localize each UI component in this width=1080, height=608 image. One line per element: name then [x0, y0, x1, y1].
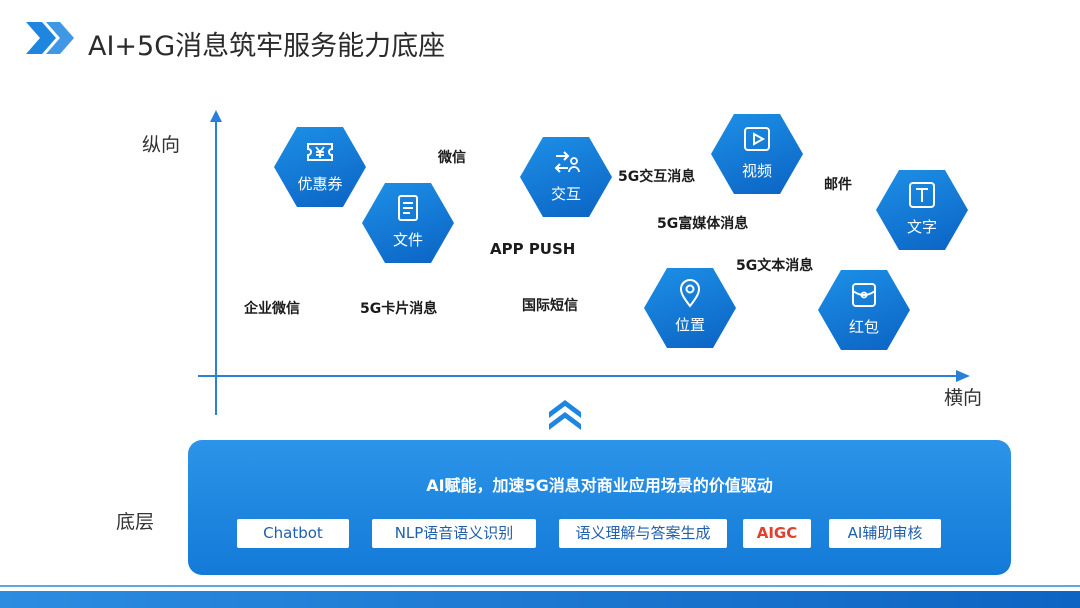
title-chevron-icon	[26, 22, 74, 54]
base-axis-label: 底层	[116, 511, 155, 533]
chip-aigc: AIGC	[743, 519, 811, 548]
word-app-push: APP PUSH	[490, 240, 576, 258]
hex-label: 文字	[906, 218, 937, 236]
word-weixin: 微信	[438, 150, 466, 166]
hex-label: 位置	[674, 316, 705, 334]
video-play-icon	[744, 127, 770, 151]
page-title: AI+5G消息筑牢服务能力底座	[88, 31, 446, 62]
hex-label: 红包	[848, 318, 879, 336]
word-mail: 邮件	[824, 177, 852, 193]
chip-chatbot: Chatbot	[237, 519, 349, 548]
chip-semantic: 语义理解与答案生成	[559, 519, 727, 548]
word-5g-text-msg: 5G文本消息	[736, 258, 814, 274]
hex-label: 交互	[550, 185, 581, 203]
word-5g-interactive-msg: 5G交互消息	[618, 169, 696, 185]
word-5g-card-msg: 5G卡片消息	[360, 301, 438, 317]
horizontal-axis-label: 横向	[944, 387, 983, 409]
hex-label: 优惠券	[297, 175, 343, 193]
base-panel	[188, 440, 1011, 575]
footer-line	[0, 585, 1080, 587]
double-chevron-up-icon	[549, 400, 581, 430]
word-wecom: 企业微信	[244, 301, 300, 317]
red-packet-icon	[852, 283, 876, 307]
hex-label: 文件	[392, 231, 423, 249]
vertical-axis-label: 纵向	[142, 134, 181, 156]
hex-label: 视频	[741, 162, 772, 180]
location-pin-icon	[679, 279, 701, 308]
axes-arrows	[198, 110, 970, 415]
hex-coupon: 优惠券	[274, 127, 366, 207]
chip-ai-review: AI辅助审核	[829, 519, 941, 548]
coupon-yen-icon	[307, 143, 333, 161]
interaction-exchange-icon	[554, 151, 580, 173]
text-t-icon	[909, 182, 935, 208]
word-intl-sms: 国际短信	[522, 298, 578, 314]
chip-nlp: NLP语音语义识别	[372, 519, 536, 548]
document-icon	[398, 195, 418, 221]
word-rich-media-msg: 5G富媒体消息	[657, 216, 749, 232]
base-headline: AI赋能，加速5G消息对商业应用场景的价值驱动	[426, 476, 773, 495]
footer-band	[0, 591, 1080, 608]
hex-file: 文件	[362, 183, 454, 263]
